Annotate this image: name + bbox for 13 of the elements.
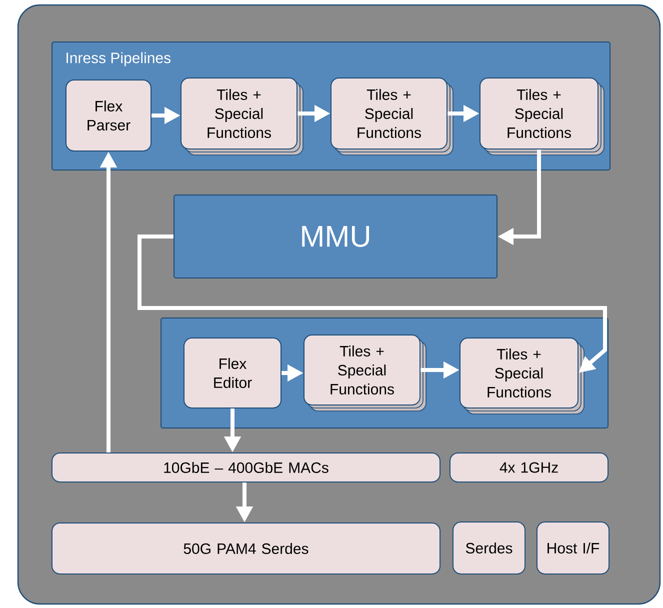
stacked-block: Tiles + Special Functions (460, 338, 584, 414)
block-box: Host I/F (536, 522, 610, 574)
block-box: Flex Parser (66, 80, 152, 152)
block-box: Serdes (452, 522, 526, 574)
block-box: Flex Editor (184, 338, 282, 408)
stacked-block: Tiles + Special Functions (330, 78, 454, 156)
block-box: 4x 1GHz (450, 452, 608, 482)
stacked-block: Tiles + Special Functions (304, 334, 426, 412)
block-box: 50G PAM4 Serdes (52, 522, 440, 574)
mmu-block: MMU (174, 194, 498, 278)
stacked-block: Tiles + Special Functions (480, 78, 604, 156)
stacked-block: Tiles + Special Functions (180, 78, 304, 156)
block-box: 10GbE – 400GbE MACs (52, 452, 440, 482)
